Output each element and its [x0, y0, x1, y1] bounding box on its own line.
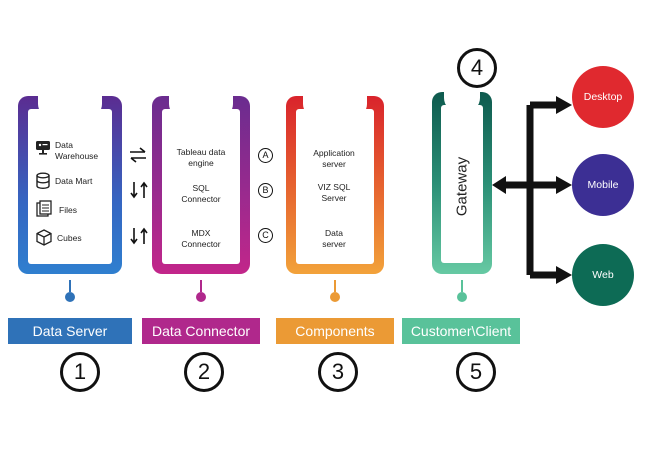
- data-connector-panel: [162, 109, 240, 264]
- data-server-label: Data Server: [8, 318, 132, 344]
- sync-arrows-icon: [129, 226, 149, 251]
- components-panel: [296, 109, 374, 264]
- data-warehouse-label: Data Warehouse: [55, 140, 99, 161]
- step-1-badge: 1: [60, 352, 100, 392]
- data-mart-label: Data Mart: [55, 176, 93, 186]
- destination-web: Web: [572, 244, 634, 306]
- tableau-data-engine-label: Tableau data engine: [176, 147, 226, 168]
- sync-arrows-icon: [129, 180, 149, 205]
- files-label: Files: [59, 205, 77, 215]
- destination-desktop: Desktop: [572, 66, 634, 128]
- destination-mobile: Mobile: [572, 154, 634, 216]
- data-warehouse-icon: [34, 138, 52, 161]
- step-2-badge: 2: [184, 352, 224, 392]
- customer-client-label: Customer\Client: [402, 318, 520, 344]
- files-icon: [35, 200, 53, 223]
- letter-a-badge: A: [258, 148, 273, 163]
- data-connector-label: Data Connector: [142, 318, 260, 344]
- sql-connector-label: SQL Connector: [181, 183, 221, 204]
- letter-c-badge: C: [258, 228, 273, 243]
- data-server-panel: [28, 109, 112, 264]
- cube-icon: [36, 229, 52, 251]
- database-icon: [35, 172, 51, 195]
- cubes-label: Cubes: [57, 233, 82, 243]
- step-4-badge: 4: [457, 48, 497, 88]
- letter-b-badge: B: [258, 183, 273, 198]
- bidirectional-arrow-icon: [128, 145, 148, 170]
- gateway-panel: [441, 105, 483, 263]
- gateway-label: Gateway: [453, 156, 471, 217]
- components-label: Components: [276, 318, 394, 344]
- viz-sql-server-label: VIZ SQL Server: [317, 182, 351, 203]
- application-server-label: Application server: [313, 148, 355, 169]
- step-3-badge: 3: [318, 352, 358, 392]
- step-5-badge: 5: [456, 352, 496, 392]
- data-server-component-label: Data server: [322, 228, 346, 249]
- mdx-connector-label: MDX Connector: [181, 228, 221, 249]
- distribution-arrows: [492, 96, 572, 284]
